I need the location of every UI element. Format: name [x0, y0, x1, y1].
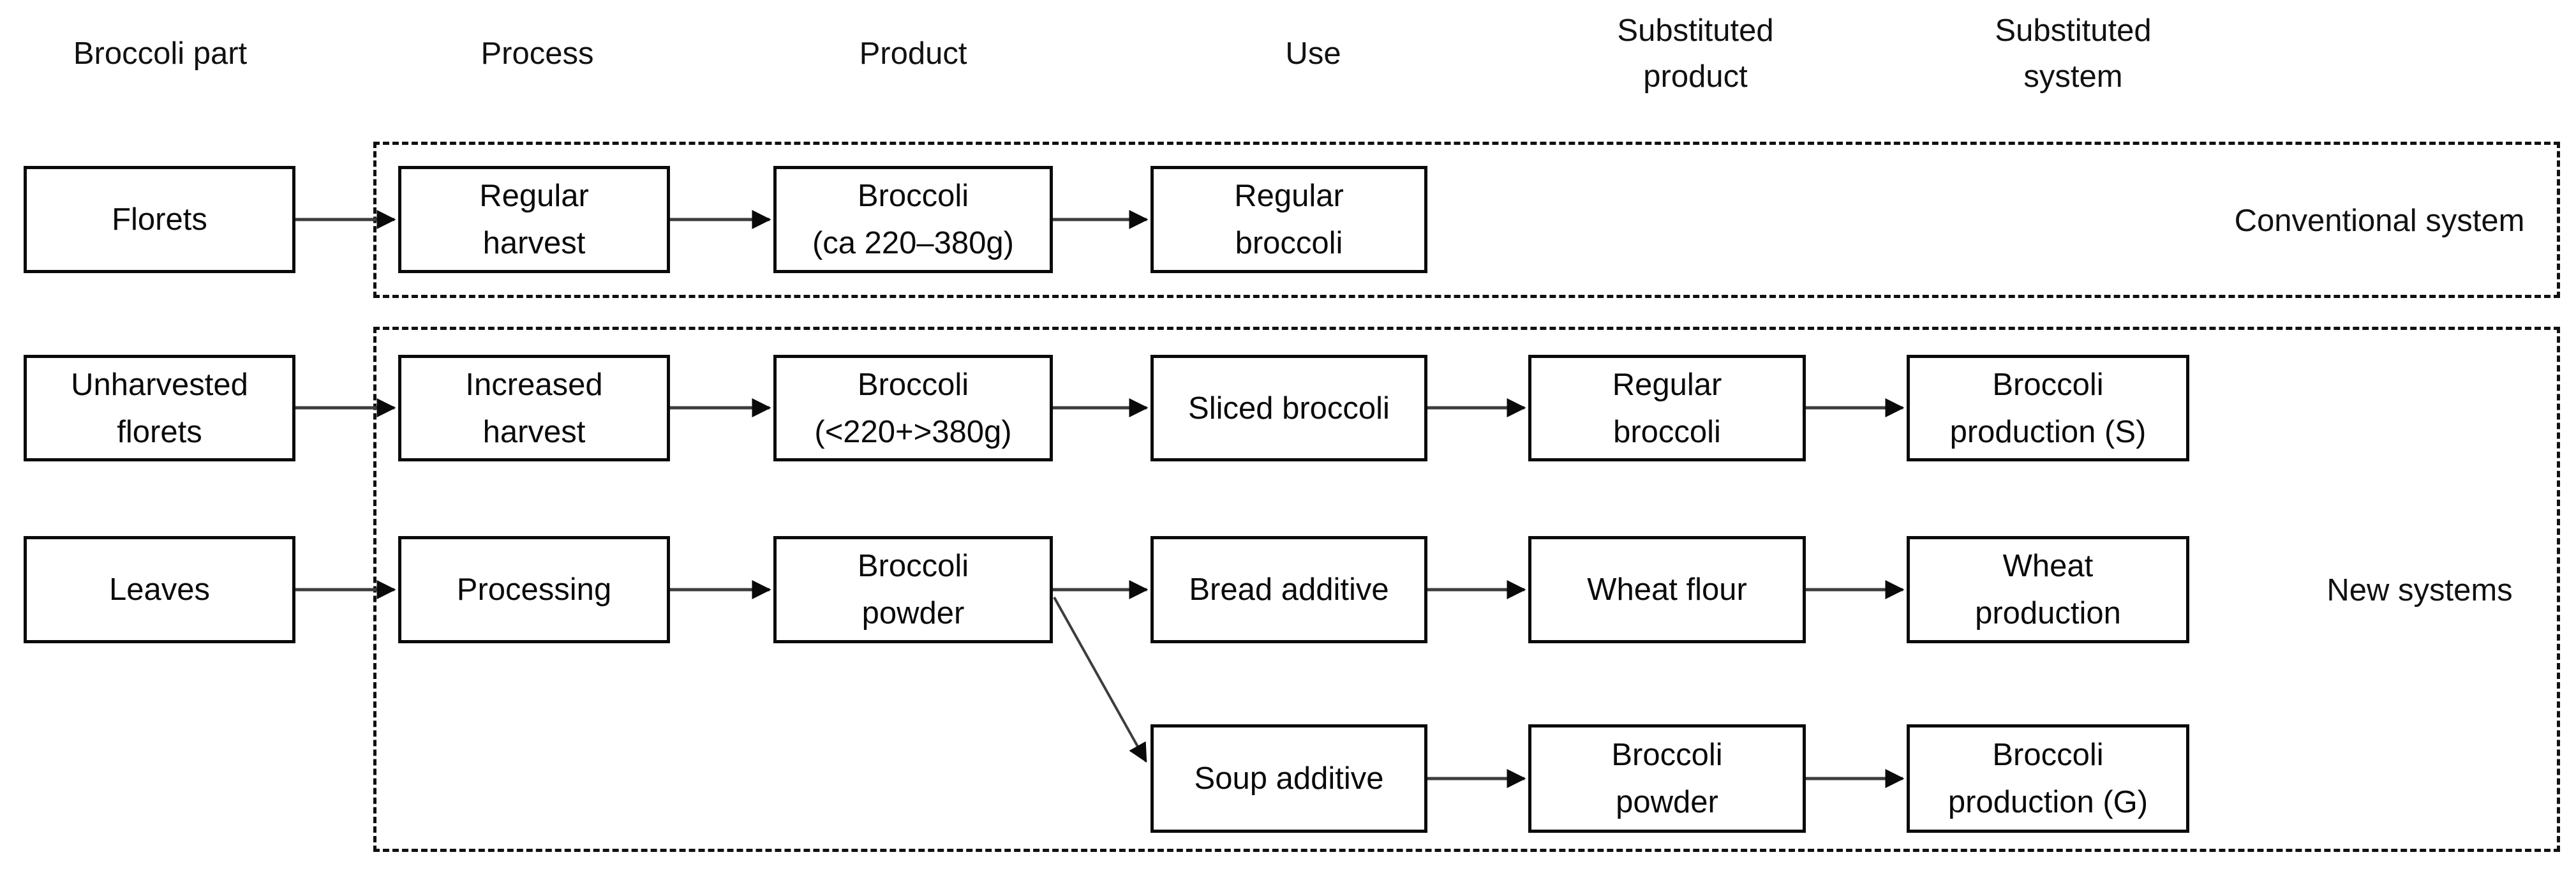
new-systems-frame: [373, 327, 2560, 852]
box-wheat-flour: Wheat flour: [1528, 536, 1806, 643]
box-regular-broccoli-substituted: Regular broccoli: [1528, 355, 1806, 461]
box-soup-additive: Soup additive: [1150, 724, 1427, 833]
box-increased-harvest: Increased harvest: [398, 355, 670, 461]
column-header-substituted-system: Substituted system: [1995, 13, 2152, 94]
column-header-product: Product: [859, 36, 967, 71]
box-processing: Processing: [398, 536, 670, 643]
box-sliced-broccoli: Sliced broccoli: [1150, 355, 1427, 461]
box-wheat-production: Wheat production: [1907, 536, 2189, 643]
column-header-broccoli-part: Broccoli part: [73, 36, 248, 71]
box-bread-additive: Bread additive: [1150, 536, 1427, 643]
box-broccoli-production-g: Broccoli production (G): [1907, 724, 2189, 833]
new-systems-label: New systems: [2327, 573, 2513, 608]
conventional-system-label: Conventional system: [2234, 204, 2525, 238]
box-broccoli-production-s: Broccoli production (S): [1907, 355, 2189, 461]
conventional-system-frame: [373, 142, 2560, 298]
column-header-substituted-product: Substituted product: [1617, 13, 1774, 94]
box-broccoli-powder-product: Broccoli powder: [773, 536, 1053, 643]
box-unharvested-florets: Unharvested florets: [24, 355, 295, 461]
box-broccoli-ca-220-380g: Broccoli (ca 220–380g): [773, 166, 1053, 273]
column-header-use: Use: [1285, 36, 1341, 71]
box-florets: Florets: [24, 166, 295, 273]
box-leaves: Leaves: [24, 536, 295, 643]
box-broccoli-powder-substituted: Broccoli powder: [1528, 724, 1806, 833]
box-broccoli-under220-over380g: Broccoli (<220+>380g): [773, 355, 1053, 461]
box-regular-broccoli-use: Regular broccoli: [1150, 166, 1427, 273]
box-regular-harvest: Regular harvest: [398, 166, 670, 273]
column-header-process: Process: [480, 36, 594, 71]
